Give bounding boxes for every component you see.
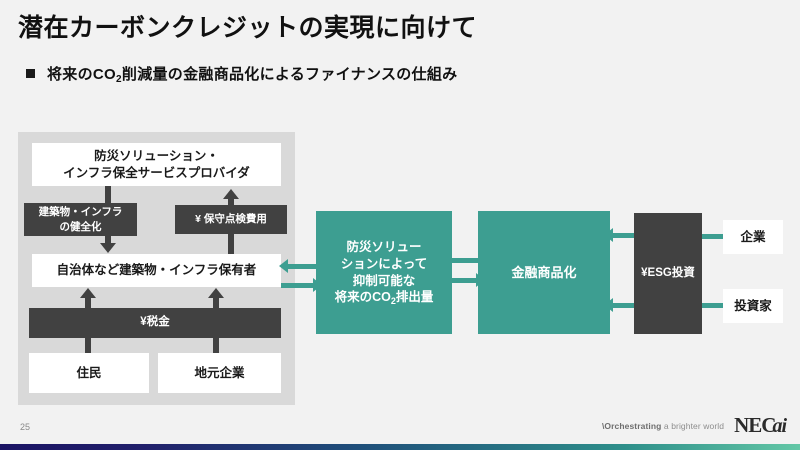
connector-owner-to-co2-shaft [281,283,315,288]
connector-co2-to-finance-shaft [450,278,478,283]
connector-resident-to-owner-arrowhead [80,288,96,298]
square-bullet-icon [26,69,35,78]
connector-finance-to-co2-shaft [452,258,480,263]
node-tax: ¥税金 [29,308,281,338]
node-maintenance-inspection-fee: ¥ 保守点検費用 [175,205,287,234]
connector-esg-to-finance-lower-shaft [612,303,636,308]
connector-esg-to-finance-upper-shaft [612,233,636,238]
connector-investor-to-esg [700,303,725,308]
connector-co2-to-owner-shaft [288,264,322,269]
node-municipality-infrastructure-owner: 自治体など建築物・インフラ保有者 [32,254,281,287]
subtitle-bullet-row: 将来のCO2削減量の金融商品化によるファイナンスの仕組み [26,63,458,85]
node-infrastructure-soundness: 建築物・インフラの健全化 [24,203,137,236]
connector-localbiz-to-owner-arrowhead [208,288,224,298]
node-local-businesses: 地元企業 [158,353,281,393]
connector-owner-to-provider-arrowhead [223,189,239,199]
node-corporation: 企業 [723,220,783,254]
subtitle-text: 将来のCO2削減量の金融商品化によるファイナンスの仕組み [47,66,458,85]
page-number: 25 [20,422,31,432]
node-future-co2-emissions: 防災ソリュー ションによって 抑制可能な 将来のCO2排出量 [316,211,452,334]
connector-provider-to-owner-arrowhead [100,243,116,253]
page-title: 潜在カーボンクレジットの実現に向けて [18,14,478,42]
connector-corporation-to-esg [700,234,725,239]
node-disaster-solution-provider: 防災ソリューション・インフラ保全サービスプロバイダ [32,143,281,186]
node-investor: 投資家 [723,289,783,323]
footer-gradient-bar [0,444,800,450]
brand-tagline: \Orchestrating a brighter world [601,420,725,431]
node-residents: 住民 [29,353,149,393]
node-financial-productization: 金融商品化 [478,211,610,334]
connector-co2-to-owner-arrowhead [279,259,288,273]
node-esg-investment: ¥ESG投資 [634,213,702,334]
